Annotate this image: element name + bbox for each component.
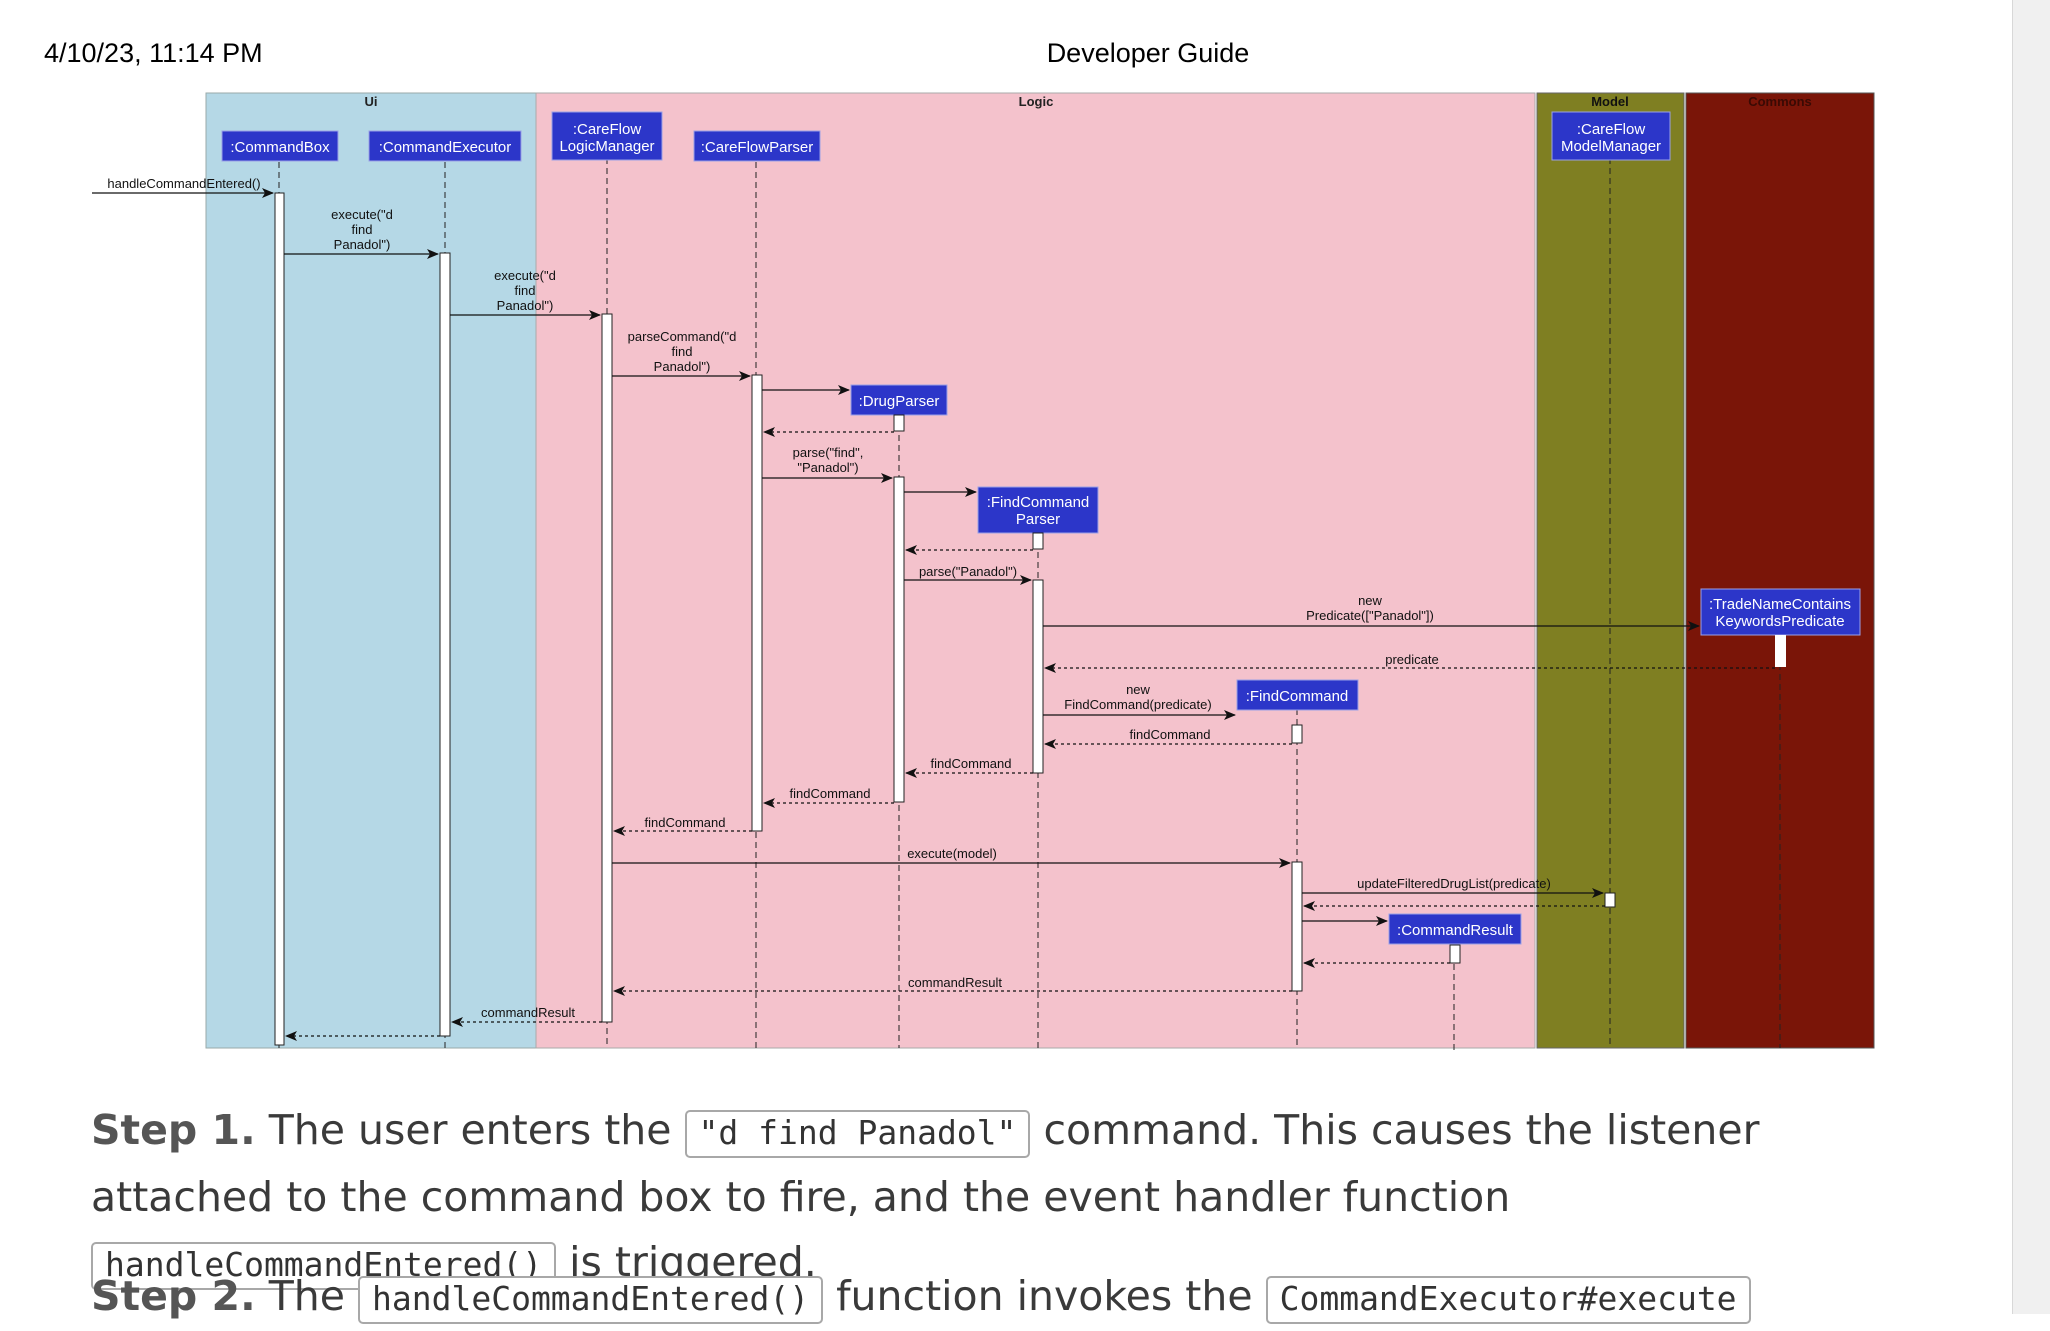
- commons-box-title: Commons: [1748, 94, 1812, 109]
- msg-executemodel-label: execute(model): [907, 846, 997, 861]
- participant-findcommandparser-line2: Parser: [1016, 511, 1060, 528]
- msg-exec1-line2: find: [352, 222, 373, 237]
- step-1-text-1: The user enters the: [255, 1106, 685, 1154]
- step-2-label: Step 2.: [91, 1272, 256, 1320]
- msg-newpred-line1: new: [1358, 593, 1382, 608]
- msg-newfind-line2: FindCommand(predicate): [1064, 697, 1211, 712]
- msg-parse2-line1: parse("find",: [793, 445, 864, 460]
- ret-commandresult-label-2: commandResult: [481, 1005, 575, 1020]
- activation-modelmanager: [1604, 892, 1616, 908]
- activation-drugparser-2: [893, 476, 905, 803]
- msg-parsecmd-line3: Panadol"): [654, 359, 711, 374]
- model-box-title: Model: [1591, 94, 1629, 109]
- activation-commandresult: [1449, 944, 1461, 964]
- participant-predicate-line1: :TradeNameContains: [1709, 596, 1851, 613]
- participant-predicate: :TradeNameContains KeywordsPredicate: [1700, 588, 1861, 636]
- step-1-label: Step 1.: [91, 1106, 256, 1154]
- participant-drugparser: :DrugParser: [850, 384, 948, 416]
- msg-exec2-line1: execute("d: [494, 268, 556, 283]
- participant-logicmanager-line1: :CareFlow: [573, 121, 642, 138]
- participant-commandbox-label: :CommandBox: [230, 139, 330, 156]
- participant-careflowparser-label: :CareFlowParser: [701, 139, 814, 156]
- participant-commandexecutor: :CommandExecutor: [368, 130, 522, 162]
- participant-careflowparser: :CareFlowParser: [693, 130, 821, 162]
- step-2-text-2: function invokes the: [823, 1272, 1266, 1320]
- step-2-code-execute: CommandExecutor#execute: [1265, 1276, 1751, 1324]
- participant-modelmanager: :CareFlow ModelManager: [1551, 111, 1671, 161]
- ret-predicate-label: predicate: [1385, 652, 1438, 667]
- ui-box: [205, 92, 537, 1049]
- msg-parse2-line2: "Panadol"): [797, 460, 858, 475]
- activation-findcommandparser-1: [1032, 532, 1044, 550]
- activation-commandbox: [274, 192, 285, 1046]
- step-2-code-handler: handleCommandEntered(): [358, 1276, 824, 1324]
- participant-logicmanager: :CareFlow LogicManager: [551, 111, 663, 161]
- sequence-diagram: Ui Logic Model Commons :CommandBox :Comm…: [92, 92, 1875, 1052]
- vertical-scrollbar[interactable]: [2012, 0, 2050, 1314]
- participant-findcommandparser-line1: :FindCommand: [987, 494, 1090, 511]
- participant-commandresult: :CommandResult: [1388, 913, 1522, 945]
- ret-findcommand-label-2: findCommand: [931, 756, 1012, 771]
- ui-box-title: Ui: [365, 94, 378, 109]
- participant-commandexecutor-label: :CommandExecutor: [379, 139, 512, 156]
- msg-exec2-line3: Panadol"): [497, 298, 554, 313]
- logic-box: [535, 92, 1536, 1049]
- activation-findcommand-2: [1291, 861, 1303, 992]
- step-1-paragraph: Step 1. The user enters the "d find Pana…: [91, 1098, 1911, 1297]
- participant-findcommand: :FindCommand: [1236, 679, 1359, 711]
- participant-commandbox: :CommandBox: [221, 130, 339, 162]
- msg-exec1-line1: execute("d: [331, 207, 393, 222]
- msg-exec2-line2: find: [515, 283, 536, 298]
- step-1-code-command: "d find Panadol": [684, 1110, 1031, 1158]
- ret-findcommand-label-4: findCommand: [645, 815, 726, 830]
- participant-modelmanager-line2: ModelManager: [1561, 138, 1661, 155]
- participant-drugparser-label: :DrugParser: [859, 393, 940, 410]
- msg-parsecmd-line2: find: [672, 344, 693, 359]
- participant-findcommand-label: :FindCommand: [1246, 688, 1349, 705]
- print-date: 4/10/23, 11:14 PM: [44, 38, 263, 68]
- activation-careflowparser: [751, 374, 763, 832]
- logic-box-title: Logic: [1019, 94, 1054, 109]
- msg-newfind-line1: new: [1126, 682, 1150, 697]
- participant-findcommandparser: :FindCommand Parser: [977, 486, 1099, 534]
- ret-findcommand-label-3: findCommand: [790, 786, 871, 801]
- ret-commandresult-label-1: commandResult: [908, 975, 1002, 990]
- page-title: Developer Guide: [1046, 38, 1250, 68]
- msg-newpred-line2: Predicate(["Panadol"]): [1306, 608, 1434, 623]
- step-1-code-handler: handleCommandEntered(): [91, 1242, 557, 1290]
- activation-logicmanager: [601, 313, 613, 1023]
- ret-findcommand-label-1: findCommand: [1130, 727, 1211, 742]
- msg-exec1-line3: Panadol"): [334, 237, 391, 252]
- msg-parsecmd-line1: parseCommand("d: [628, 329, 737, 344]
- step-2-text-1: The: [255, 1272, 358, 1320]
- step-2-paragraph: Step 2. The handleCommandEntered() funct…: [91, 1264, 1911, 1331]
- activation-commandexecutor: [439, 252, 451, 1037]
- participant-logicmanager-line2: LogicManager: [559, 138, 654, 155]
- activation-findcommandparser-2: [1032, 579, 1044, 774]
- activation-predicate: [1775, 635, 1786, 667]
- activation-drugparser-1: [893, 414, 905, 432]
- step-1-text-2: command. This causes the listener attach…: [91, 1106, 1760, 1221]
- msg-handle-label: handleCommandEntered(): [107, 176, 260, 191]
- participant-predicate-line2: KeywordsPredicate: [1715, 613, 1844, 630]
- msg-parse1-label: parse("Panadol"): [919, 564, 1017, 579]
- activation-findcommand-1: [1291, 724, 1303, 744]
- participant-modelmanager-line1: :CareFlow: [1577, 121, 1646, 138]
- msg-update-label: updateFilteredDrugList(predicate): [1357, 876, 1551, 891]
- participant-commandresult-label: :CommandResult: [1397, 922, 1514, 939]
